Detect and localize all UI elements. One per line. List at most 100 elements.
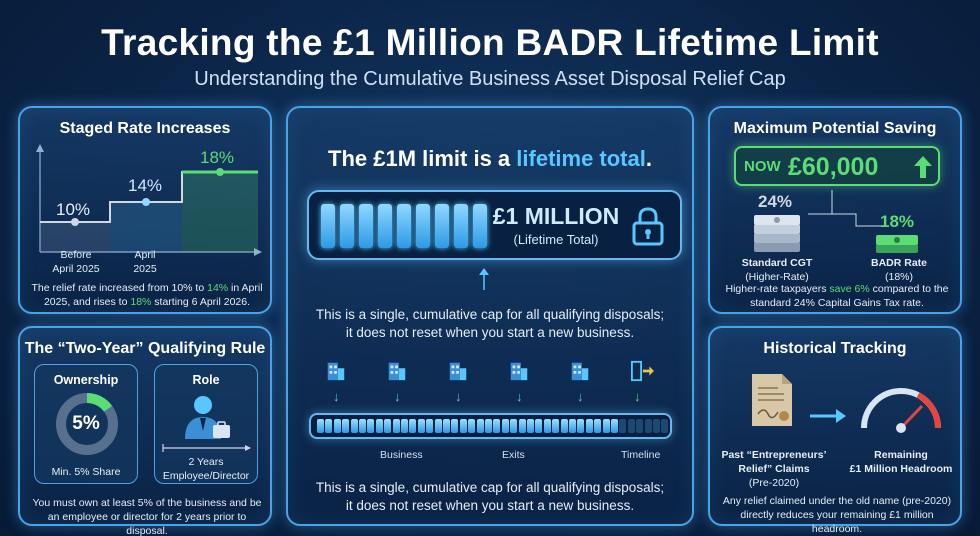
down-arrow-icon: ↓ [577,389,584,404]
timeline-segment [627,419,635,433]
meter-caption: (Lifetime Total) [513,232,599,247]
ownership-donut [56,393,118,455]
timeline-segment [401,419,408,433]
rate-point-2 [142,198,150,206]
timeline-segment [661,419,669,433]
timeline-segment [317,419,324,433]
cash-stack-icon [754,215,800,252]
lifetime-meter: £1 MILLION (Lifetime Total) [307,190,682,260]
saving-note: Higher-rate taxpayers save 6% compared t… [725,283,949,310]
meter-segment [435,204,449,248]
timeline-segment [518,419,526,433]
badr-label: BADR Rate(18%) [870,257,927,284]
timeline-segment [333,419,341,433]
timeline-segment [359,419,366,433]
timeline-segment [493,419,501,433]
comparison-connector [808,190,886,227]
timeline-segment [409,419,417,433]
meter-segment [359,204,373,248]
down-arrow-icon: ↓ [634,389,641,404]
building-icon [449,362,467,381]
gauge-icon [861,388,942,433]
exit-door-icon [631,360,654,382]
rates-title: Staged Rate Increases [59,120,231,137]
timeline-segment [636,419,644,433]
building-icon [571,362,589,381]
rule-note: You must own at least 5% of the business… [32,497,262,536]
rule-panel: The “Two-Year” Qualifying Rule Ownership… [18,326,272,536]
timeline-segment [510,419,518,433]
timeline-segment [543,419,551,433]
timeline-segment [417,419,425,433]
rate-label-3: 18% [200,148,235,167]
timeline-segment [468,419,476,433]
disposal-timeline [309,413,672,439]
center-panel: The £1M limit is a lifetime total. [286,106,694,526]
rates-note: The relief rate increased from 10% to 14… [31,282,263,309]
ownership-label: Ownership [53,373,119,387]
timeline-segment [653,419,660,433]
timeline-segment [325,419,333,433]
saving-badge: NOW £60,000 [734,146,940,186]
timeline-segment [552,419,560,433]
lock-icon [632,207,664,246]
rate-step-chart [36,144,262,256]
saving-panel: Maximum Potential Saving NOW £60,000 24%… [708,106,962,314]
history-panel: Historical Tracking Past “Entrepreneurs’… [708,326,962,535]
center-description-2: This is a single, cumulative cap for all… [315,480,665,513]
timeline-segment [585,419,593,433]
timeline-segment [451,419,459,433]
ownership-card: Ownership 5% Min. 5% Share [34,364,138,484]
timeline-segment [560,419,568,433]
right-arrow-icon [810,409,846,423]
timeline-label-business: Business [380,449,423,461]
timeline-label-exits: Exits [502,449,525,461]
timeline-segment [459,419,467,433]
timeline-arrow-icon [162,444,251,452]
timeline-segment [384,419,392,433]
claims-caption: Past “Entrepreneurs’Relief” Claims(Pre-2… [721,449,827,490]
rates-panel: Staged Rate Increases 10% 14% 18% Before… [18,106,272,314]
timeline-segment [594,419,602,433]
cgt-label: Standard CGT(Higher-Rate) [741,257,813,284]
timeline-segment [569,419,576,433]
history-title: Historical Tracking [763,340,907,357]
down-arrow-icon: ↓ [455,389,462,404]
document-icon [752,374,792,426]
cgt-rate: 24% [758,192,793,211]
ownership-caption: Min. 5% Share [51,466,121,478]
timeline-segment [619,419,627,433]
timeline-segment [350,419,358,433]
meter-segment [340,204,354,248]
rate-point-3 [216,168,224,176]
director-icon [185,396,230,439]
headroom-caption: Remaining£1 Million Headroom [849,449,953,476]
down-arrow-icon: ↓ [516,389,523,404]
timeline-segment [501,419,509,433]
timeline-segment [367,419,375,433]
ownership-value: 5% [72,413,100,434]
down-arrow-icon: ↓ [394,389,401,404]
timeline-segment [476,419,484,433]
saving-now: NOW [744,158,781,175]
building-icon [388,362,406,381]
rate-label-1: 10% [56,200,91,219]
timeline-segment [342,419,350,433]
building-icon [510,362,528,381]
timeline-segment [434,419,442,433]
timeline-segment [527,419,534,433]
meter-value: £1 MILLION [492,203,620,229]
meter-segment [397,204,411,248]
up-arrow-icon [479,268,489,290]
role-label: Role [192,373,220,387]
timeline-segment [577,419,585,433]
building-icon [327,362,345,381]
history-note: Any relief claimed under the old name (p… [722,495,952,536]
center-headline: The £1M limit is a lifetime total. [328,146,652,171]
timeline-segment [535,419,543,433]
meter-segment [473,204,487,248]
meter-segment [416,204,430,248]
